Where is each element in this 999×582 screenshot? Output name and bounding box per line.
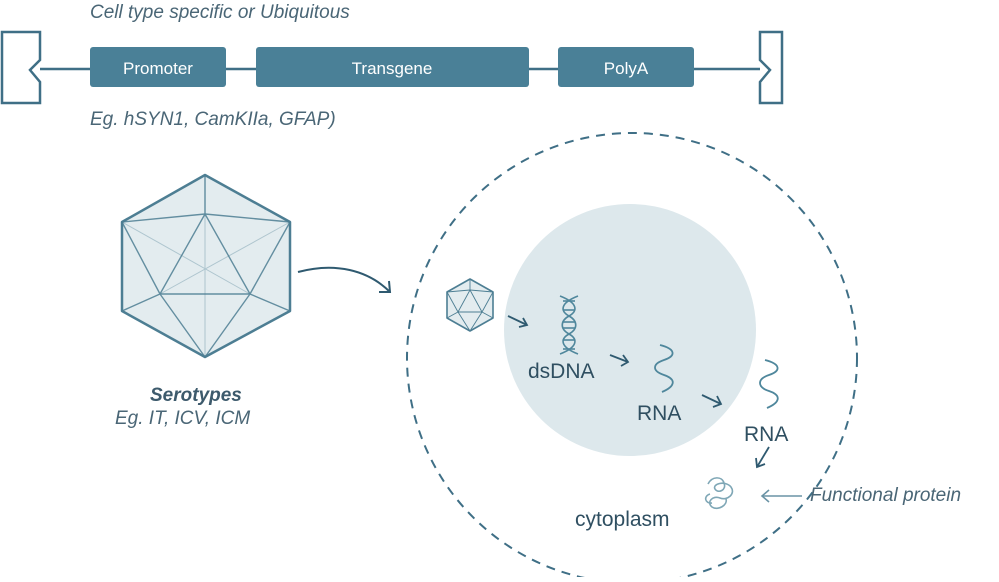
capsid-subtitle: Eg. IT, ICV, ICM — [115, 408, 251, 429]
nucleus — [504, 204, 756, 456]
arrow-to-nuclear-rna — [609, 354, 630, 367]
arrow-to-dsdna — [507, 315, 529, 328]
cytoplasm-label: cytoplasm — [575, 508, 670, 531]
capsid-small-icon — [446, 278, 494, 332]
itr-right — [758, 30, 784, 105]
protein-blob-icon — [704, 477, 734, 510]
arrow-to-cytoplasm-rna — [701, 394, 723, 408]
cytoplasm-rna-strand-icon — [759, 359, 779, 409]
cell-membrane — [406, 132, 858, 582]
nuclear-rna-strand-icon — [654, 344, 674, 393]
entry-arrow — [297, 266, 392, 293]
promoter-label: Promoter — [123, 59, 193, 78]
transgene-box: Transgene — [256, 47, 529, 87]
construct-top-note: Cell type specific or Ubiquitous — [90, 2, 350, 23]
itr-left — [0, 30, 42, 105]
dsdna-helix-icon — [559, 295, 579, 355]
arrow-to-protein — [755, 446, 770, 469]
promoter-box: Promoter — [90, 47, 226, 87]
functional-protein-label: Functional protein — [810, 485, 962, 506]
protein-pointer-arrow — [760, 489, 802, 503]
capsid-large-icon — [120, 173, 292, 359]
transgene-label: Transgene — [352, 59, 433, 78]
polya-label: PolyA — [604, 59, 649, 78]
polya-box: PolyA — [558, 47, 694, 87]
nuclear-rna-label: RNA — [637, 402, 682, 425]
construct-bottom-note: Eg. hSYN1, CamKIIa, GFAP) — [90, 109, 336, 130]
cytoplasm-rna-label: RNA — [744, 423, 789, 446]
capsid-title: Serotypes — [150, 385, 242, 406]
dsdna-label: dsDNA — [528, 360, 595, 383]
